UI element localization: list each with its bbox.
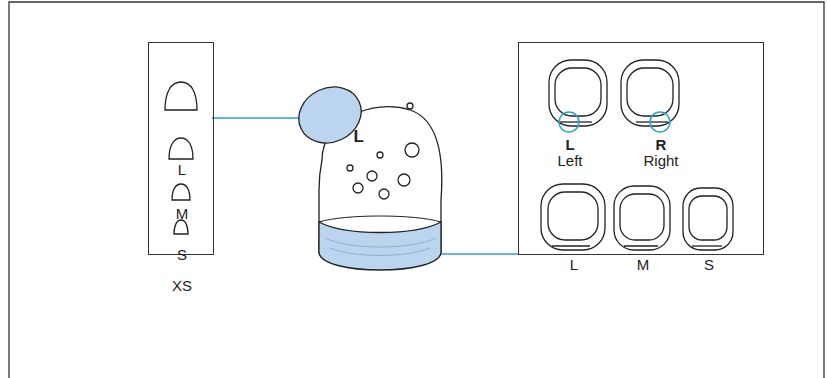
size-label: L — [570, 257, 578, 272]
size-label: M — [637, 257, 650, 272]
ear-tips — [165, 82, 197, 234]
marker-circle — [559, 112, 670, 132]
size-label: Left — [557, 153, 582, 168]
size-label: L — [178, 162, 186, 177]
ear-fins — [541, 60, 733, 250]
size-label: M — [176, 206, 189, 221]
side-marking: L — [353, 128, 363, 145]
size-label: S — [177, 247, 187, 262]
size-label: Right — [643, 153, 678, 168]
earbud — [290, 77, 442, 270]
ear-tip-panel: LMSXS — [148, 42, 214, 255]
size-label: S — [704, 257, 714, 272]
ear-fin-panel: LLeftRRightLMS — [518, 42, 764, 255]
size-label: R — [656, 137, 667, 152]
frame — [9, 2, 824, 378]
size-label: L — [565, 137, 574, 152]
size-label: XS — [172, 278, 192, 293]
